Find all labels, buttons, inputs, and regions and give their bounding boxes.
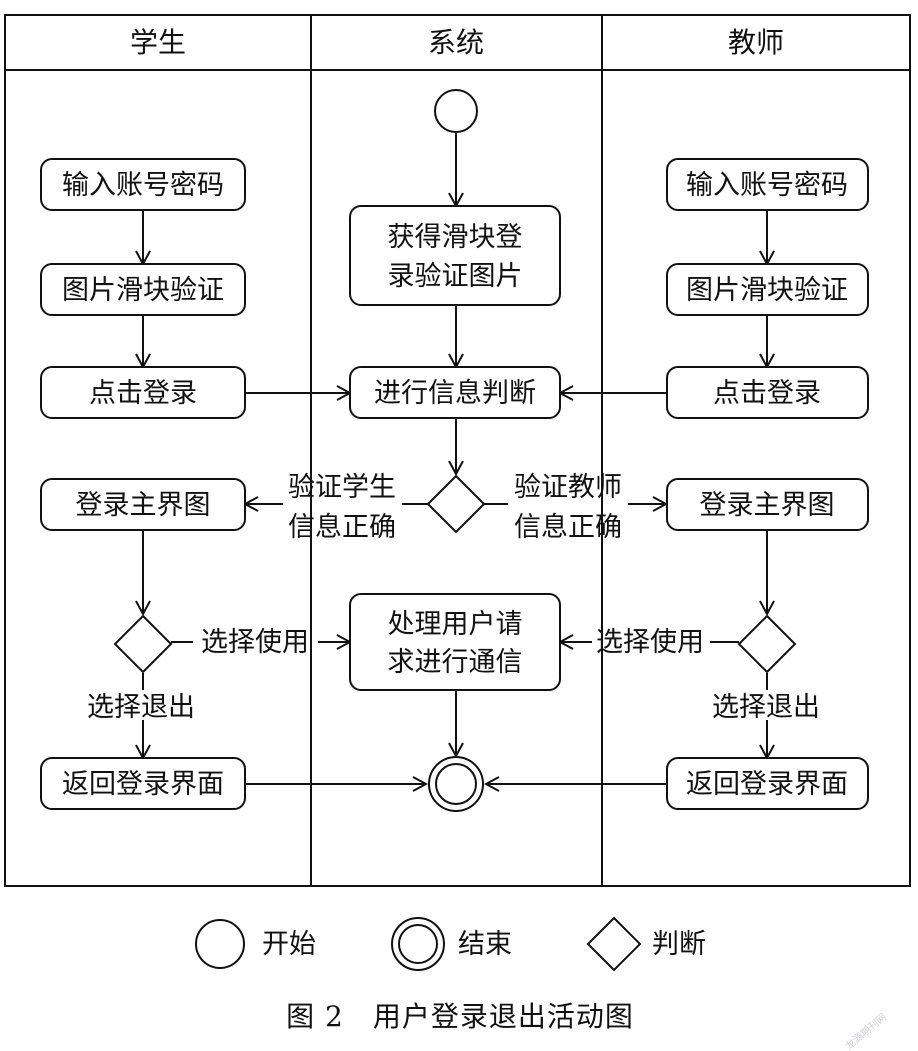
svg-text:图片滑块验证: 图片滑块验证: [686, 275, 848, 306]
node-sys-process: 处理用户请 求进行通信: [349, 593, 561, 691]
svg-text:返回登录界面: 返回登录界面: [686, 769, 848, 800]
edge-label-teacher-exit: 选择退出: [712, 692, 820, 723]
legend-start-label: 开始: [262, 929, 316, 960]
legend-start-symbol: [195, 919, 245, 969]
end-node: [428, 756, 484, 812]
node-tch-click: 点击登录: [666, 366, 869, 419]
start-node: [434, 89, 478, 133]
svg-text:处理用户请: 处理用户请: [388, 609, 523, 640]
legend-decision-label: 判断: [652, 929, 706, 960]
edge-stubs: [142, 503, 768, 690]
node-stu-back: 返回登录界面: [40, 757, 246, 810]
edge-label-student-use: 选择使用: [201, 627, 309, 658]
edge-label-verify-student-2: 信息正确: [288, 512, 396, 543]
figure-caption: 图 2 用户登录退出活动图: [286, 1000, 634, 1033]
swimlane-frame: [4, 14, 911, 887]
decision-teacher-choice: [737, 614, 797, 674]
node-stu-main: 登录主界图: [40, 478, 246, 531]
svg-text:登录主界图: 登录主界图: [700, 490, 835, 521]
legend-decision-symbol: [586, 916, 642, 972]
svg-text:输入账号密码: 输入账号密码: [62, 170, 224, 201]
lane-header-teacher: 教师: [728, 26, 784, 59]
edge-label-student-exit: 选择退出: [87, 692, 195, 723]
edge-label-teacher-use: 选择使用: [596, 627, 704, 658]
svg-text:进行信息判断: 进行信息判断: [374, 378, 536, 409]
edge-label-verify-teacher-2: 信息正确: [514, 512, 622, 543]
node-tch-slider: 图片滑块验证: [666, 263, 869, 316]
lane-header-student: 学生: [130, 26, 186, 59]
watermark: 龙源期刊网: [842, 1010, 889, 1051]
decision-student-choice: [113, 614, 173, 674]
node-stu-input: 输入账号密码: [40, 158, 246, 211]
legend-end-symbol: [391, 917, 445, 971]
svg-text:点击登录: 点击登录: [89, 378, 197, 409]
edge-label-verify-student-1: 验证学生: [288, 472, 396, 503]
edge-label-verify-teacher-1: 验证教师: [514, 472, 622, 503]
svg-text:输入账号密码: 输入账号密码: [686, 170, 848, 201]
node-sys-judge: 进行信息判断: [349, 366, 561, 419]
svg-text:录验证图片: 录验证图片: [388, 261, 523, 292]
svg-text:点击登录: 点击登录: [713, 378, 821, 409]
legend: 开始 结束 判断: [195, 916, 706, 972]
edges: [143, 133, 767, 784]
svg-text:获得滑块登: 获得滑块登: [388, 222, 523, 253]
node-tch-back: 返回登录界面: [666, 757, 869, 810]
legend-end-label: 结束: [458, 929, 512, 960]
node-tch-input: 输入账号密码: [666, 158, 869, 211]
node-stu-slider: 图片滑块验证: [40, 263, 246, 316]
node-sys-get: 获得滑块登 录验证图片: [349, 205, 561, 306]
svg-text:返回登录界面: 返回登录界面: [62, 769, 224, 800]
lane-header-system: 系统: [428, 26, 484, 59]
svg-text:登录主界图: 登录主界图: [76, 490, 211, 521]
node-tch-main: 登录主界图: [666, 478, 869, 531]
svg-text:求进行通信: 求进行通信: [388, 647, 523, 678]
decision-verify: [426, 474, 486, 534]
svg-text:图片滑块验证: 图片滑块验证: [62, 275, 224, 306]
node-stu-click: 点击登录: [40, 366, 246, 419]
